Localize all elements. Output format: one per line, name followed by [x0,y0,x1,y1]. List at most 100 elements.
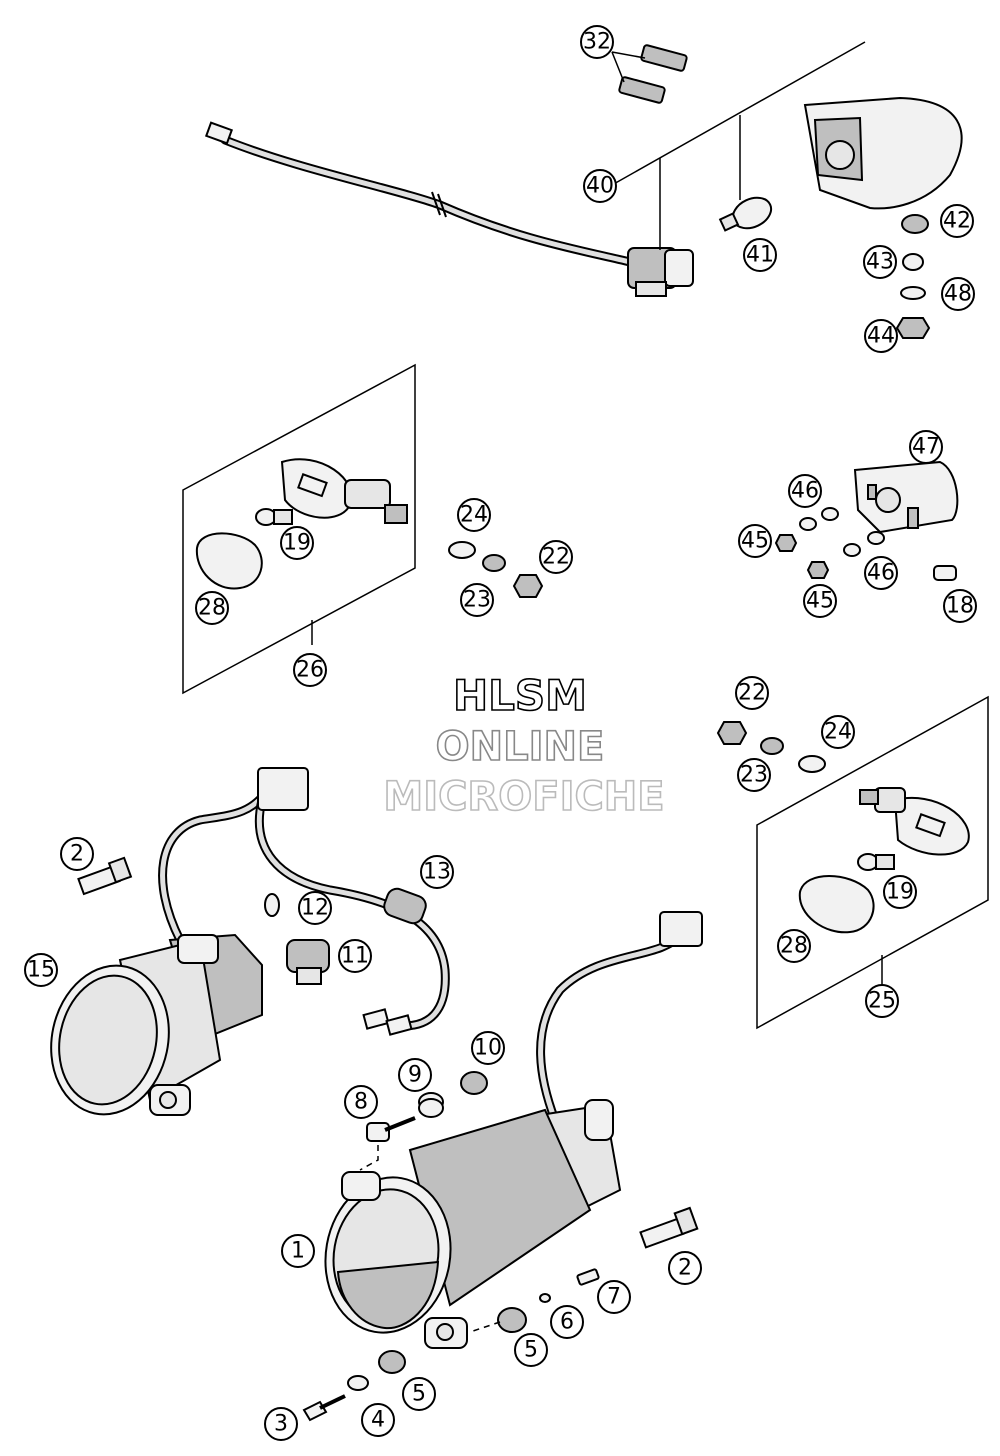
callout-1: 1 [281,1234,315,1268]
callout-32: 32 [580,25,614,59]
watermark: HLSM ONLINE MICROFICHE [383,670,666,821]
svg-text:23: 23 [740,763,768,788]
callout-9: 9 [398,1058,432,1092]
turn-signal-panel-right [756,695,989,1030]
watermark-line2: ONLINE [436,724,605,770]
svg-text:46: 46 [867,561,895,586]
tail-light-housing [803,96,963,210]
callout-47: 47 [909,430,943,464]
callout-45: 45 [738,524,772,558]
svg-text:5: 5 [412,1382,426,1407]
svg-text:22: 22 [738,681,766,706]
callout-18: 18 [943,589,977,623]
svg-text:28: 28 [198,596,226,621]
svg-text:10: 10 [474,1036,502,1061]
svg-text:18: 18 [946,594,974,619]
callout-24: 24 [457,498,491,532]
callout-46: 46 [788,474,822,508]
svg-text:19: 19 [283,531,311,556]
svg-text:45: 45 [741,529,769,554]
h-bulb-left [77,856,133,896]
callout-19: 19 [883,875,917,909]
callout-28: 28 [777,929,811,963]
parking-bulb-socket [264,893,330,985]
svg-text:5: 5 [524,1338,538,1363]
callout-7: 7 [597,1280,631,1314]
callout-6: 6 [550,1305,584,1339]
headlight-left [50,933,263,1116]
tail-light-small-parts [895,214,931,339]
callout-48: 48 [941,277,975,311]
svg-text:3: 3 [274,1412,288,1437]
svg-text:7: 7 [607,1285,621,1310]
callout-42: 42 [940,204,974,238]
svg-text:13: 13 [423,860,451,885]
callout-4: 4 [361,1403,395,1437]
callout-23: 23 [460,583,494,617]
headlight-left-harness [158,767,450,1036]
svg-text:24: 24 [824,720,852,745]
callout-12: 12 [298,891,332,925]
svg-text:2: 2 [70,842,84,867]
svg-text:12: 12 [301,896,329,921]
svg-text:32: 32 [583,30,611,55]
callout-22: 22 [735,676,769,710]
callout-45: 45 [803,584,837,618]
svg-text:19: 19 [886,880,914,905]
turn-signal-panel-left [182,363,416,695]
callout-10: 10 [471,1031,505,1065]
bulb [718,196,773,232]
svg-text:25: 25 [868,989,896,1014]
callout-40: 40 [583,169,617,203]
svg-text:42: 42 [943,209,971,234]
callout-22: 22 [539,540,573,574]
svg-text:45: 45 [806,589,834,614]
callout-46: 46 [864,556,898,590]
svg-text:28: 28 [780,934,808,959]
callout-41: 41 [743,238,777,272]
callout-26: 26 [293,653,327,687]
h-bulb-right [639,1206,699,1249]
callout-25: 25 [865,984,899,1018]
svg-text:22: 22 [542,545,570,570]
headlight-main-harness [536,911,703,1125]
watermark-line3: MICROFICHE [383,774,664,820]
svg-text:40: 40 [586,174,614,199]
svg-text:8: 8 [354,1090,368,1115]
license-light-small-parts [774,507,957,581]
callout-28: 28 [195,591,229,625]
svg-text:41: 41 [746,243,774,268]
svg-text:47: 47 [912,435,940,460]
svg-text:2: 2 [678,1256,692,1281]
svg-text:6: 6 [560,1310,574,1335]
bulb-socket [627,247,694,297]
callout-11: 11 [338,939,372,973]
svg-text:23: 23 [463,588,491,613]
callout-2: 2 [60,837,94,871]
callout-23: 23 [737,758,771,792]
adjusting-screw-spring-bushing [359,1071,488,1171]
license-plate-light [853,460,959,534]
svg-text:1: 1 [291,1239,305,1264]
svg-text:11: 11 [341,944,369,969]
svg-text:24: 24 [460,503,488,528]
watermark-line1: HLSM [453,671,587,720]
callout-15: 15 [24,953,58,987]
callout-3: 3 [264,1407,298,1441]
nut-washers-left [448,541,544,598]
callout-44: 44 [864,319,898,353]
svg-text:46: 46 [791,479,819,504]
svg-text:4: 4 [371,1408,385,1433]
headlight-main [324,1099,622,1349]
callout-2: 2 [668,1251,702,1285]
tail-light-wiring-harness [204,121,635,267]
mounting-hardware [302,1268,600,1422]
reflector-pads [618,44,688,104]
svg-text:44: 44 [867,324,895,349]
svg-text:9: 9 [408,1063,422,1088]
svg-text:43: 43 [866,250,894,275]
callout-13: 13 [420,855,454,889]
nut-washers-right [716,721,826,773]
svg-text:26: 26 [296,658,324,683]
